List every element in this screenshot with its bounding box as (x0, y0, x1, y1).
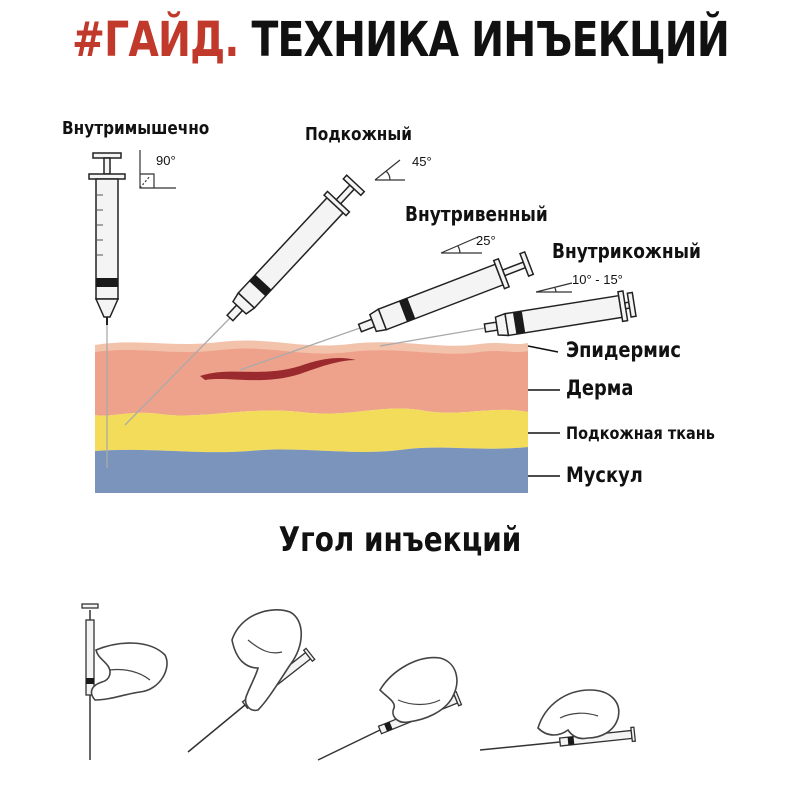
hand-icon (317, 656, 463, 761)
needle-intravenous (239, 327, 361, 371)
angle-subcutaneous: 45° (412, 154, 432, 169)
subcutaneous-layer (95, 408, 528, 453)
label-intradermal: Внутрикожный (552, 239, 701, 263)
label-dermis: Дерма (566, 376, 634, 400)
angle-icon (139, 150, 176, 189)
angle-icon (535, 282, 573, 293)
hand-icon (81, 603, 168, 760)
pointer-epidermis (527, 345, 559, 353)
syringe-icon (226, 174, 366, 322)
syringe-icon (357, 250, 535, 333)
angle-intradermal: 10° - 15° (572, 272, 623, 287)
label-muscle: Мускул (566, 463, 643, 487)
angle-icon (374, 159, 405, 181)
title-text: ТЕХНИКА ИНЪЕКЦИЙ (251, 12, 729, 68)
label-intravenous: Внутривенный (405, 202, 548, 226)
section-subtitle: Угол инъекций (278, 520, 522, 560)
page-title: #ГАЙД. ТЕХНИКА ИНЪЕКЦИЙ (72, 12, 730, 68)
skin-cross-section (95, 340, 528, 493)
label-subcutaneous: Подкожный (305, 124, 412, 145)
label-intramuscular: Внутримышечно (62, 118, 210, 139)
hand-icon (479, 689, 637, 751)
needle-intradermal (379, 327, 486, 347)
syringe-icon (483, 290, 637, 337)
angle-intramuscular: 90° (156, 153, 176, 168)
title-hashtag: #ГАЙД. (72, 12, 239, 68)
angle-icon (440, 236, 482, 254)
angle-intravenous: 25° (476, 233, 496, 248)
hand-icon (187, 609, 316, 753)
needle-lines (106, 317, 486, 468)
vein (200, 358, 356, 381)
needle-subcutaneous (124, 317, 231, 426)
label-epidermis: Эпидермис (566, 338, 681, 362)
muscle-layer (95, 447, 528, 493)
layer-pointers (527, 345, 560, 477)
label-subcutaneous-tissue: Подкожная ткань (566, 424, 715, 444)
syringe-icon (88, 152, 126, 325)
dermis-layer (95, 348, 528, 416)
